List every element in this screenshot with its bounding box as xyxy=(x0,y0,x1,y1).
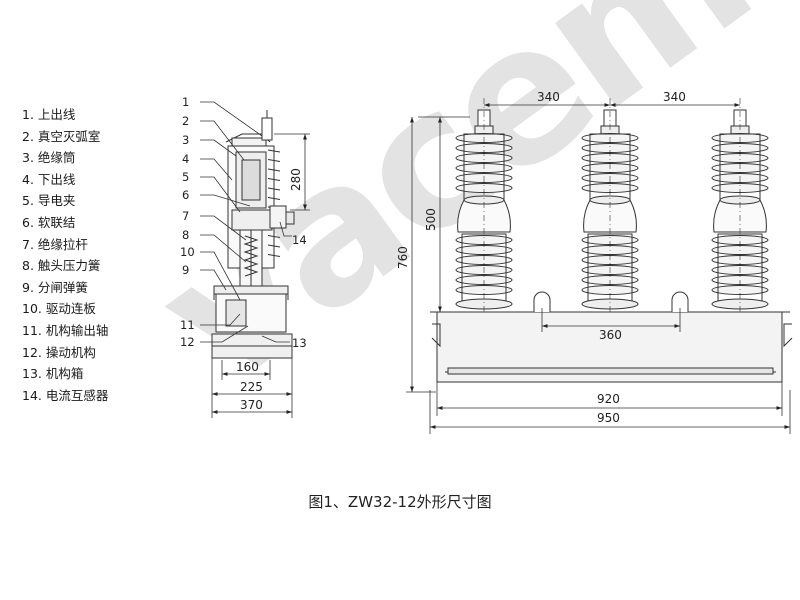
parts-legend: 1. 上出线 2. 真空灭弧室 3. 绝缘筒 4. 下出线 5. 导电夹 6. … xyxy=(22,104,108,406)
side-dimension-lines xyxy=(211,133,310,418)
insulator-pole xyxy=(711,109,769,310)
side-callout-leaders xyxy=(200,101,292,343)
side-dimension-labels: 280 160 225 370 xyxy=(236,168,303,412)
shed-mark xyxy=(267,244,281,248)
dim-label-340-left: 340 xyxy=(537,90,560,104)
callout-number: 10 xyxy=(180,245,195,259)
dim-label-340-right: 340 xyxy=(663,90,686,104)
dim-label-950: 950 xyxy=(597,411,620,425)
legend-item: 8. 触头压力簧 xyxy=(22,258,101,274)
dim-label-920: 920 xyxy=(597,392,620,406)
callout-number: 6 xyxy=(182,188,189,202)
dim-label-280: 280 xyxy=(289,168,303,191)
legend-item: 7. 绝缘拉杆 xyxy=(22,236,88,252)
dim-label-760: 760 xyxy=(396,246,410,269)
legend-item: 9. 分闸弹簧 xyxy=(22,279,88,295)
shed-mark xyxy=(267,254,281,257)
callout-number: 3 xyxy=(182,133,189,147)
legend-item: 6. 软联结 xyxy=(22,214,76,230)
shed-mark xyxy=(267,168,281,172)
shed-mark xyxy=(267,235,281,238)
callout-number: 11 xyxy=(180,318,195,332)
callout-number: 14 xyxy=(292,233,307,247)
legend-item: 5. 导电夹 xyxy=(22,193,76,209)
shed-mark xyxy=(267,197,281,200)
legend-item: 3. 绝缘筒 xyxy=(22,150,76,166)
callout-number: 13 xyxy=(292,336,307,350)
legend-item: 12. 操动机构 xyxy=(22,344,96,360)
dim-label-500: 500 xyxy=(424,208,438,231)
legend-item: 13. 机构箱 xyxy=(22,366,84,382)
legend-item: 10. 驱动连板 xyxy=(22,301,96,317)
callout-number: 8 xyxy=(182,228,189,242)
legend-item: 4. 下出线 xyxy=(22,171,76,187)
front-dimension-labels: 340 340 500 760 360 920 950 xyxy=(396,90,686,425)
shed-mark xyxy=(267,178,281,181)
shed-mark xyxy=(267,187,281,191)
figure-caption: 图1、ZW32-12外形尺寸图 xyxy=(308,493,492,511)
front-view-drawing xyxy=(430,98,793,383)
callout-number: 4 xyxy=(182,152,189,166)
shed-mark xyxy=(267,159,281,162)
dim-label-370: 370 xyxy=(240,398,263,412)
callout-number: 9 xyxy=(182,263,189,277)
dim-label-160: 160 xyxy=(236,360,259,374)
side-callout-numbers: 1 2 3 4 5 6 7 8 10 9 11 12 13 14 xyxy=(180,95,307,350)
legend-item: 14. 电流互感器 xyxy=(22,387,109,403)
callout-number: 2 xyxy=(182,114,189,128)
callout-number: 12 xyxy=(180,335,195,349)
legend-item: 11. 机构输出轴 xyxy=(22,322,109,338)
insulator-pole xyxy=(455,109,513,310)
legend-item: 1. 上出线 xyxy=(22,107,76,122)
shed-mark xyxy=(267,149,281,153)
callout-number: 7 xyxy=(182,209,189,223)
side-view-drawing xyxy=(211,110,295,359)
dim-label-360: 360 xyxy=(599,328,622,342)
legend-item: 2. 真空灭弧室 xyxy=(22,128,101,144)
callout-number: 1 xyxy=(182,95,189,109)
callout-number: 5 xyxy=(182,170,189,184)
front-dimension-lines xyxy=(406,103,791,434)
dim-label-225: 225 xyxy=(240,380,263,394)
